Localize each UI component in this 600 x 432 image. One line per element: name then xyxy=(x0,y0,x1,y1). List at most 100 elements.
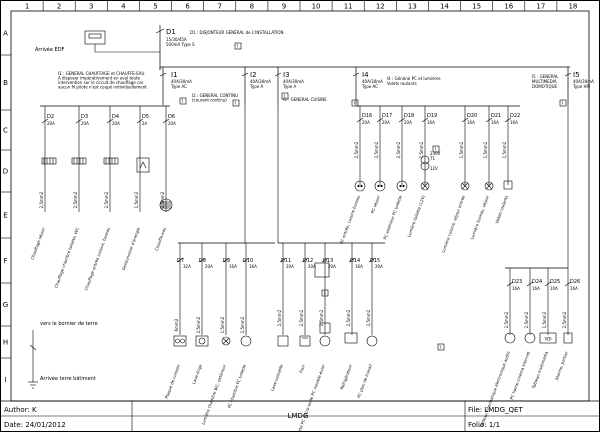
column-label-9: 9 xyxy=(282,3,286,11)
breaker-d26 xyxy=(564,281,572,287)
circuit-rating-d25: 10A xyxy=(550,286,558,291)
circuit-id-d14: D14 xyxy=(350,258,360,264)
circuit-id-d3: D3 xyxy=(81,114,88,120)
oven-symbol xyxy=(299,335,311,347)
main-id-i4: I4 xyxy=(362,71,369,79)
circuit-cable-d9: 1,5mm2 xyxy=(220,316,225,333)
circuit-cable-d8: 2,5mm2 xyxy=(196,316,201,333)
circuit-cable-d4: 2,5mm2 xyxy=(104,191,109,208)
circuit-label-d6: Chauffe-eau xyxy=(154,226,167,251)
i5-description-0: I5 : GENERAL xyxy=(532,74,559,79)
circuit-rating-d12: 20A xyxy=(308,264,316,269)
socket-pin xyxy=(377,184,380,188)
circuit-label-d11: Lave-vaisselle xyxy=(270,363,284,392)
circuit-id-d5: D5 xyxy=(142,114,149,120)
breaker-d6 xyxy=(162,118,170,124)
circuit-cable-d2: 2,5mm2 xyxy=(39,191,44,208)
circuit-label-d19: Lumière toilette (12V) xyxy=(406,194,426,237)
marker-box xyxy=(179,97,187,105)
marker: ? xyxy=(323,291,325,296)
row-label-C: C xyxy=(3,127,8,135)
marker-box xyxy=(351,99,359,107)
socket-symbol xyxy=(524,332,536,344)
breaker-d12 xyxy=(301,257,309,263)
circuit-id-d25: D25 xyxy=(550,279,560,285)
circuit-id-d10: D10 xyxy=(243,258,253,264)
circuit-rating-d20: 16A xyxy=(467,120,475,125)
socket-pin xyxy=(357,184,360,188)
circuit-id-d4: D4 xyxy=(112,114,119,120)
circuit-id-d19: D19 xyxy=(427,113,437,119)
circuit-cable-d13: 2,5mm2 xyxy=(319,309,324,326)
breaker-d13 xyxy=(321,257,329,263)
socket-pin xyxy=(360,184,363,188)
i5-description-1: MULTIMEDIA xyxy=(532,79,557,84)
circuit-label-d26: Alarme, portier xyxy=(554,350,569,380)
marker: ? xyxy=(283,94,285,99)
lamp-cross xyxy=(461,182,469,190)
energy-manager-symbol xyxy=(136,157,150,173)
column-label-11: 11 xyxy=(344,3,353,11)
circuit-id-d18: D18 xyxy=(404,113,414,119)
transformer-id: T1 xyxy=(429,156,435,161)
marker-box xyxy=(281,92,289,100)
i5-description-2: DOMOTIQUE xyxy=(532,84,558,89)
circuit-label-d10: PC chambre PC toilette xyxy=(226,363,247,409)
breaker-d2 xyxy=(41,118,49,124)
circuit-label-d22: Volets roulants xyxy=(494,195,509,225)
switch-i4 xyxy=(352,72,360,77)
circuit-cable-d3: 2,5mm2 xyxy=(73,191,78,208)
circuit-rating-d16: 20A xyxy=(362,120,370,125)
marker-box xyxy=(437,343,445,351)
breaker-d4 xyxy=(106,118,114,124)
marker: ? xyxy=(434,147,436,152)
shutter-symbol xyxy=(503,180,513,190)
circuit-label-d23: Tableau informatique électronique audio xyxy=(478,350,511,429)
file-text: File: LMDG_QET xyxy=(468,406,523,414)
circuit-id-d6: D6 xyxy=(168,114,175,120)
circuit-rating-d5: 2A xyxy=(142,121,148,126)
d1-switch xyxy=(155,28,165,34)
switch-i5 xyxy=(564,72,572,77)
d1-description: D1 : DISJONTEUR GÉNÉRAL de L'INSTALLATIO… xyxy=(190,30,284,35)
heater-symbol xyxy=(103,157,119,165)
circuit-id-d24: D24 xyxy=(532,279,542,285)
column-label-13: 13 xyxy=(408,3,417,11)
column-label-2: 2 xyxy=(57,3,61,11)
breaker-d9 xyxy=(222,257,230,263)
microwave-symbol xyxy=(319,322,331,334)
energy-manager-glyph xyxy=(139,161,147,169)
circuit-cable-d19: 1,5mm2 xyxy=(419,141,424,158)
column-label-8: 8 xyxy=(250,3,254,11)
alarm-symbol xyxy=(563,332,573,344)
circuit-label-d25: Tableau multimédia xyxy=(530,350,549,390)
circuit-rating-d17: 20A xyxy=(382,120,390,125)
lamp-symbol xyxy=(484,181,494,191)
breaker-d21 xyxy=(485,117,493,123)
main-rating-i4: 40A/30mA xyxy=(362,79,383,84)
switch-i2 xyxy=(241,72,249,77)
circuit-rating-d18: 20A xyxy=(404,120,412,125)
water-heater-symbol xyxy=(159,198,173,212)
i4-description-1: Volets roulants xyxy=(387,81,417,86)
earth-switch xyxy=(29,344,37,351)
column-label-3: 3 xyxy=(89,3,93,11)
project-title: LMDG xyxy=(288,412,309,420)
author-text: Author: K xyxy=(4,406,37,414)
marker: ? xyxy=(236,44,238,49)
circuit-rating-d9: 16A xyxy=(229,264,237,269)
circuit-id-d13: D13 xyxy=(323,258,333,264)
socket-symbol xyxy=(366,335,378,347)
circuit-label-d2: Chauffage séjour xyxy=(30,226,46,260)
d1-rating-1: 15/30/45A xyxy=(166,37,187,42)
circuit-label-d21: Lumière bureau, séjour xyxy=(469,194,490,240)
circuit-id-d16: D16 xyxy=(362,113,372,119)
circuit-cable-d20: 1,5mm2 xyxy=(459,141,464,158)
dishwasher-symbol xyxy=(277,335,289,347)
circuit-label-d8: Lave-linge xyxy=(191,363,203,385)
breaker-d16 xyxy=(356,117,364,123)
edf-meter-display xyxy=(88,33,102,39)
row-label-F: F xyxy=(3,257,7,265)
switch-i3 xyxy=(274,72,282,77)
circuit-label-d12: Four xyxy=(298,363,306,373)
